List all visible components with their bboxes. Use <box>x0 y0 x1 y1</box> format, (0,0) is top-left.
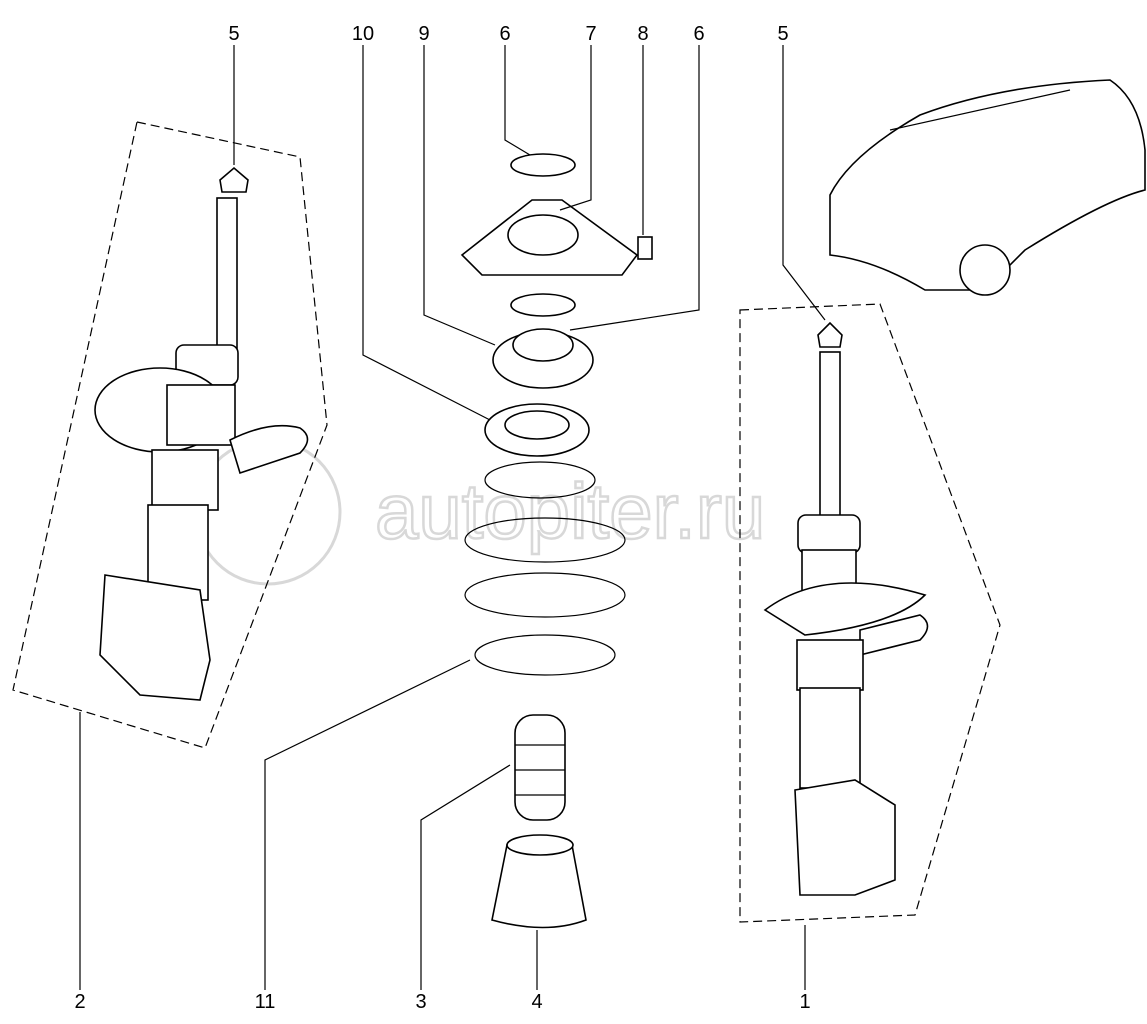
watermark-text: autopiter.ru <box>375 467 765 555</box>
dust-boot-4 <box>491 834 587 929</box>
right-strut-assembly <box>763 321 929 896</box>
callout-7: 7 <box>585 23 596 45</box>
callout-9: 9 <box>418 23 429 45</box>
callout-10: 10 <box>352 23 374 45</box>
callout-4: 4 <box>531 991 542 1013</box>
callouts-bottom: 2 11 3 4 1 <box>74 991 810 1013</box>
callout-6-right: 6 <box>693 23 704 45</box>
leader-lines <box>79 45 826 990</box>
washer-6-bottom <box>510 293 576 317</box>
callout-11: 11 <box>255 991 276 1013</box>
callout-3: 3 <box>415 991 426 1013</box>
left-strut-assembly <box>94 166 309 701</box>
watermark: autopiter.ru <box>194 438 767 586</box>
callout-6-left: 6 <box>499 23 510 45</box>
callout-1: 1 <box>799 991 810 1013</box>
callout-8: 8 <box>637 23 648 45</box>
center-components <box>460 153 653 929</box>
left-strut-group-outline <box>12 121 328 749</box>
callouts-top: 5 10 9 6 7 8 6 5 <box>228 23 788 45</box>
callout-5-right: 5 <box>777 23 788 45</box>
car-thumbnail <box>829 79 1146 296</box>
bump-stop-3 <box>514 714 566 821</box>
callout-5-left: 5 <box>228 23 239 45</box>
callout-2: 2 <box>74 991 85 1013</box>
bolt-8 <box>637 236 653 260</box>
right-strut-group-outline <box>739 303 1001 923</box>
washer-6-top <box>510 153 576 177</box>
coil-spring-11 <box>464 461 626 676</box>
